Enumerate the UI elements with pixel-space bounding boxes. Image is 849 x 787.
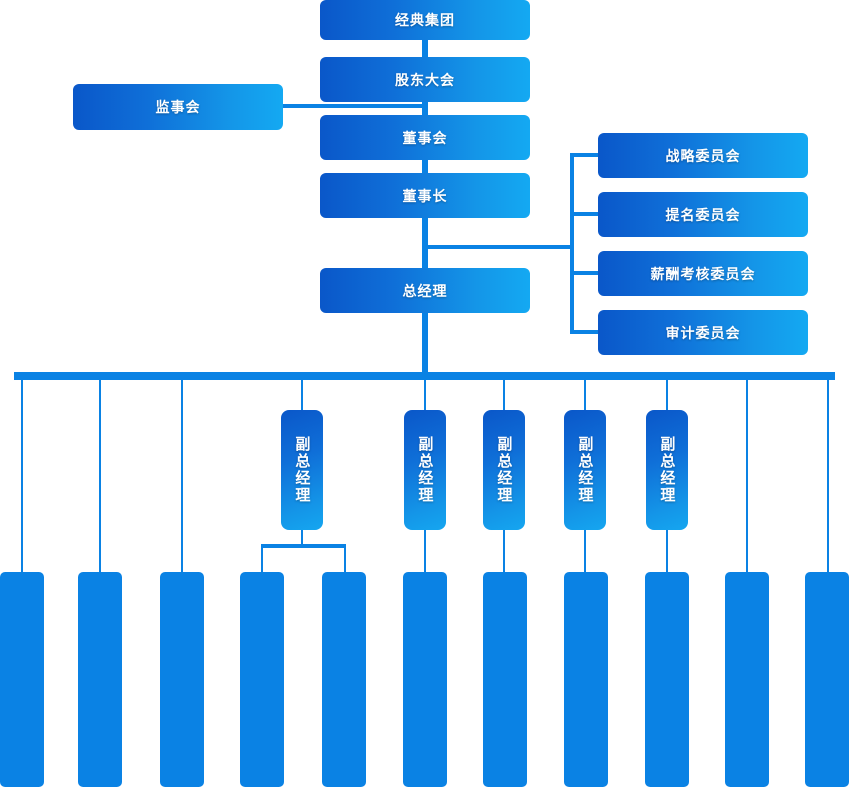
node-chairman-label: 董事长 (402, 188, 448, 205)
node-group-label: 经典集团 (395, 13, 455, 29)
deputy-1-bracket (261, 544, 346, 548)
node-audit-committee-label: 审计委员会 (665, 325, 741, 342)
node-department-3[interactable] (160, 572, 204, 787)
drop-line-deputy-5 (666, 378, 668, 412)
node-department-2[interactable] (78, 572, 122, 787)
deputy-5-to-department (666, 530, 668, 574)
node-nomination-committee[interactable]: 提名委员会 (598, 192, 808, 237)
drop-line-deputy-4 (584, 378, 586, 412)
node-deputy-5-label: 副总经理 (658, 436, 677, 504)
node-department-8[interactable] (564, 572, 608, 787)
committee-rail-line (570, 155, 574, 333)
node-shareholders-meeting[interactable]: 股东大会 (320, 57, 530, 102)
deputy-1-branch-right (344, 546, 346, 574)
committee-stub-strategy (570, 153, 602, 157)
node-deputy-4-label: 副总经理 (576, 436, 595, 504)
trunk-line-shareholders-to-board (422, 100, 428, 118)
drop-line-deputy-3 (503, 378, 505, 412)
deputy-2-to-department (424, 530, 426, 574)
node-board-of-directors-label: 董事会 (402, 130, 448, 147)
drop-line-department-11 (827, 378, 829, 574)
node-deputy-4[interactable]: 副总经理 (564, 410, 606, 530)
node-strategy-committee[interactable]: 战略委员会 (598, 133, 808, 178)
deputy-1-stem (301, 530, 303, 546)
node-deputy-1-label: 副总经理 (293, 436, 312, 504)
node-general-manager-label: 总经理 (402, 283, 448, 300)
node-supervisory-board-label: 监事会 (155, 100, 201, 116)
node-deputy-1[interactable]: 副总经理 (281, 410, 323, 530)
node-department-9[interactable] (645, 572, 689, 787)
node-general-manager[interactable]: 总经理 (320, 268, 530, 313)
drop-line-department-2 (99, 378, 101, 574)
node-department-1[interactable] (0, 572, 44, 787)
node-shareholders-meeting-label: 股东大会 (395, 72, 455, 89)
trunk-line-chairman-to-gm (422, 216, 428, 272)
deputy-3-to-department (503, 530, 505, 574)
supervisory-connector-line (281, 104, 426, 108)
node-department-6[interactable] (403, 572, 447, 787)
committee-feeder-line (424, 245, 574, 249)
deputy-4-to-department (584, 530, 586, 574)
node-compensation-committee-label: 薪酬考核委员会 (650, 266, 756, 283)
drop-line-department-3 (181, 378, 183, 574)
trunk-line-board-to-chairman (422, 158, 428, 176)
node-deputy-5[interactable]: 副总经理 (646, 410, 688, 530)
drop-line-deputy-1 (301, 378, 303, 412)
node-supervisory-board[interactable]: 监事会 (73, 84, 283, 130)
node-group[interactable]: 经典集团 (320, 0, 530, 40)
node-audit-committee[interactable]: 审计委员会 (598, 310, 808, 355)
drop-line-department-1 (21, 378, 23, 574)
node-department-7[interactable] (483, 572, 527, 787)
trunk-line-group-to-shareholders (422, 38, 428, 60)
drop-line-department-10 (746, 378, 748, 574)
node-board-of-directors[interactable]: 董事会 (320, 115, 530, 160)
node-department-11[interactable] (805, 572, 849, 787)
node-deputy-3[interactable]: 副总经理 (483, 410, 525, 530)
node-nomination-committee-label: 提名委员会 (665, 207, 741, 224)
committee-stub-audit (570, 330, 602, 334)
node-department-5[interactable] (322, 572, 366, 787)
deputy-1-branch-left (261, 546, 263, 574)
trunk-line-gm-to-distribution-bar (422, 311, 428, 375)
distribution-bar (14, 372, 835, 380)
node-department-10[interactable] (725, 572, 769, 787)
committee-stub-compensation (570, 271, 602, 275)
node-deputy-2[interactable]: 副总经理 (404, 410, 446, 530)
node-deputy-3-label: 副总经理 (495, 436, 514, 504)
drop-line-deputy-2 (424, 378, 426, 412)
node-strategy-committee-label: 战略委员会 (665, 148, 741, 165)
node-chairman[interactable]: 董事长 (320, 173, 530, 218)
node-deputy-2-label: 副总经理 (416, 436, 435, 504)
node-department-4[interactable] (240, 572, 284, 787)
node-compensation-committee[interactable]: 薪酬考核委员会 (598, 251, 808, 296)
committee-stub-nomination (570, 212, 602, 216)
